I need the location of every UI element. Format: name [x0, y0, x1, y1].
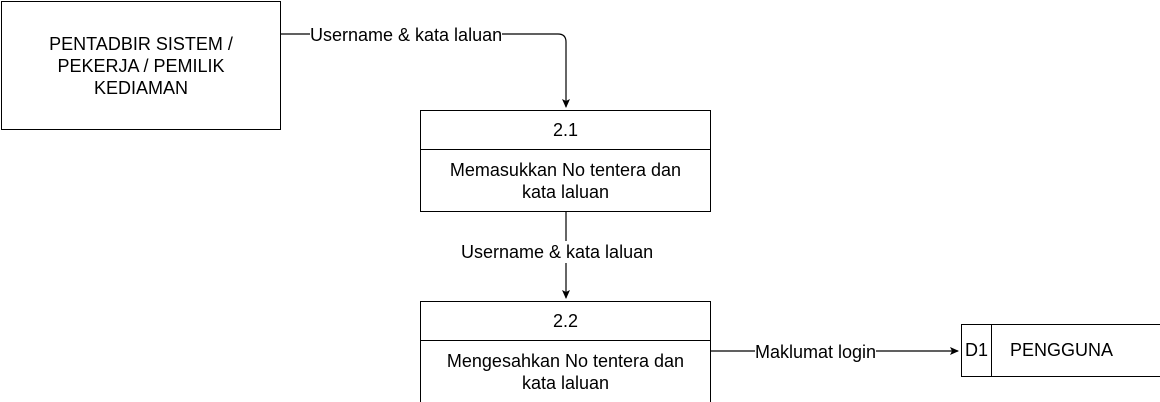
- flow-connector-entity-to-2-1: [281, 33, 570, 108]
- flow-label-entity-to-2-1: Username & kata laluan: [310, 24, 503, 46]
- flow-label-2-1-to-2-2: Username & kata laluan: [461, 241, 654, 263]
- data-store-name: PENGGUNA: [1009, 340, 1114, 360]
- external-entity-label: PENTADBIR SISTEM / PEKERJA / PEMILIK KED…: [49, 33, 233, 98]
- process-description: Mengesahkan No tentera dan kata laluan: [446, 350, 685, 393]
- process-2-1: 2.1 Memasukkan No tentera dan kata lalua…: [420, 110, 711, 212]
- process-description: Memasukkan No tentera dan kata laluan: [449, 159, 682, 202]
- data-store: D1 PENGGUNA: [961, 324, 1160, 377]
- flow-label-2-2-to-d1: Maklumat login: [755, 341, 877, 363]
- process-2-2: 2.2 Mengesahkan No tentera dan kata lalu…: [420, 301, 711, 402]
- external-entity: PENTADBIR SISTEM / PEKERJA / PEMILIK KED…: [1, 1, 281, 130]
- data-store-id: D1: [962, 325, 992, 376]
- process-number: 2.1: [421, 111, 710, 150]
- process-number: 2.2: [421, 302, 710, 341]
